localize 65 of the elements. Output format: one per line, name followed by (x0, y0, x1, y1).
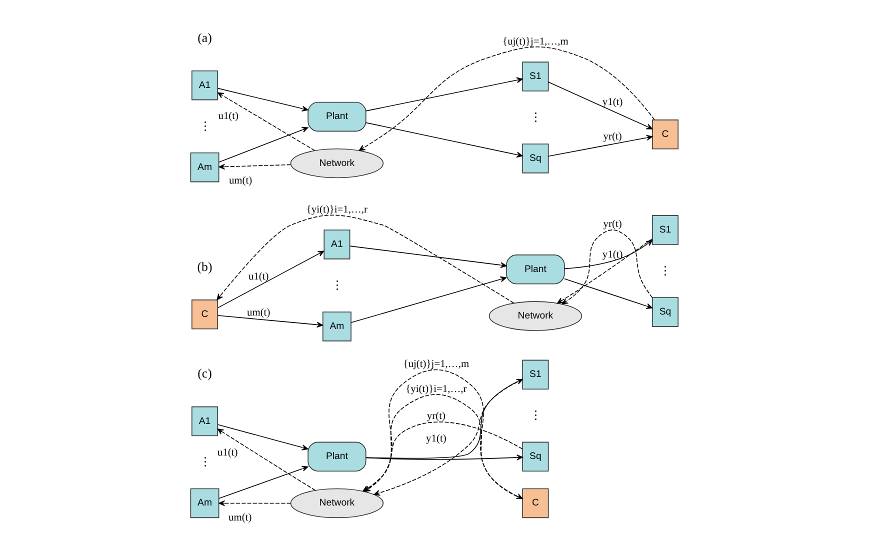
arrow (216, 214, 514, 304)
label: ⋮ (530, 111, 541, 124)
edge-label: um(t) (228, 512, 252, 524)
arrow (350, 276, 507, 323)
arrow (366, 454, 523, 460)
edge-label: y1(t) (426, 434, 446, 445)
arrow (358, 46, 655, 151)
node-box: Plant (506, 254, 565, 284)
node-ellipse: Network (488, 301, 582, 331)
label: (b) (197, 260, 212, 274)
edge-label: yr(t) (603, 132, 622, 143)
edge-label: y1(t) (602, 96, 623, 108)
node-box: Am (322, 312, 352, 342)
node-box: Sq (522, 144, 549, 174)
arrow (217, 424, 308, 450)
label: ⋮ (660, 264, 671, 277)
arrow (217, 88, 308, 112)
node-box: C (522, 488, 549, 518)
node-box: S1 (522, 360, 549, 390)
node-box: Am (190, 488, 220, 518)
arrow (218, 164, 292, 170)
arrow (366, 122, 523, 158)
edge-label: u1(t) (248, 271, 269, 282)
label: ⋮ (530, 410, 541, 422)
edge-label: yr(t) (603, 219, 622, 230)
arrow (548, 82, 653, 130)
arrow (350, 246, 507, 268)
node-box: C (652, 120, 678, 150)
arrow (366, 77, 523, 112)
edge-label: y1(t) (602, 250, 623, 261)
edge-label: u1(t) (218, 110, 239, 122)
arrow (218, 126, 308, 163)
edge-label: {yi(t)}i=1,…,r (406, 384, 467, 395)
node-box: A1 (324, 230, 350, 260)
node-ellipse: Network (290, 148, 384, 178)
node-box: A1 (192, 406, 218, 436)
arrow (218, 466, 308, 499)
node-box: Plant (308, 442, 366, 472)
label: (a) (198, 30, 212, 45)
label: (c) (198, 366, 212, 381)
node-box: A1 (192, 70, 218, 100)
arrow (217, 250, 324, 308)
node-box: Am (190, 152, 220, 182)
edge-label: um(t) (228, 176, 252, 187)
node-box: S1 (652, 215, 678, 245)
edge-label: u1(t) (217, 447, 238, 458)
node-box: C (192, 300, 218, 330)
node-box: S1 (522, 62, 549, 92)
edge-label: {uj(t)}j=1,…,m (502, 36, 568, 48)
edge-label: {uj(t)}j=1,…,m (403, 358, 470, 370)
arrow (217, 315, 324, 328)
edge-label: um(t) (247, 308, 270, 319)
node-box: Plant (308, 102, 366, 132)
arrow (548, 134, 653, 157)
arrow (218, 500, 292, 506)
arrow (217, 428, 316, 491)
arrow (564, 278, 653, 309)
node-box: Sq (652, 297, 678, 327)
edge-label: {yi(t)}i=1,…,r (306, 204, 368, 216)
node-box: Sq (522, 442, 549, 472)
label: ⋮ (331, 279, 342, 292)
edge-label: yr(t) (426, 411, 446, 422)
label: ⋮ (199, 120, 210, 132)
label: ⋮ (199, 456, 210, 468)
arrow (217, 92, 316, 151)
